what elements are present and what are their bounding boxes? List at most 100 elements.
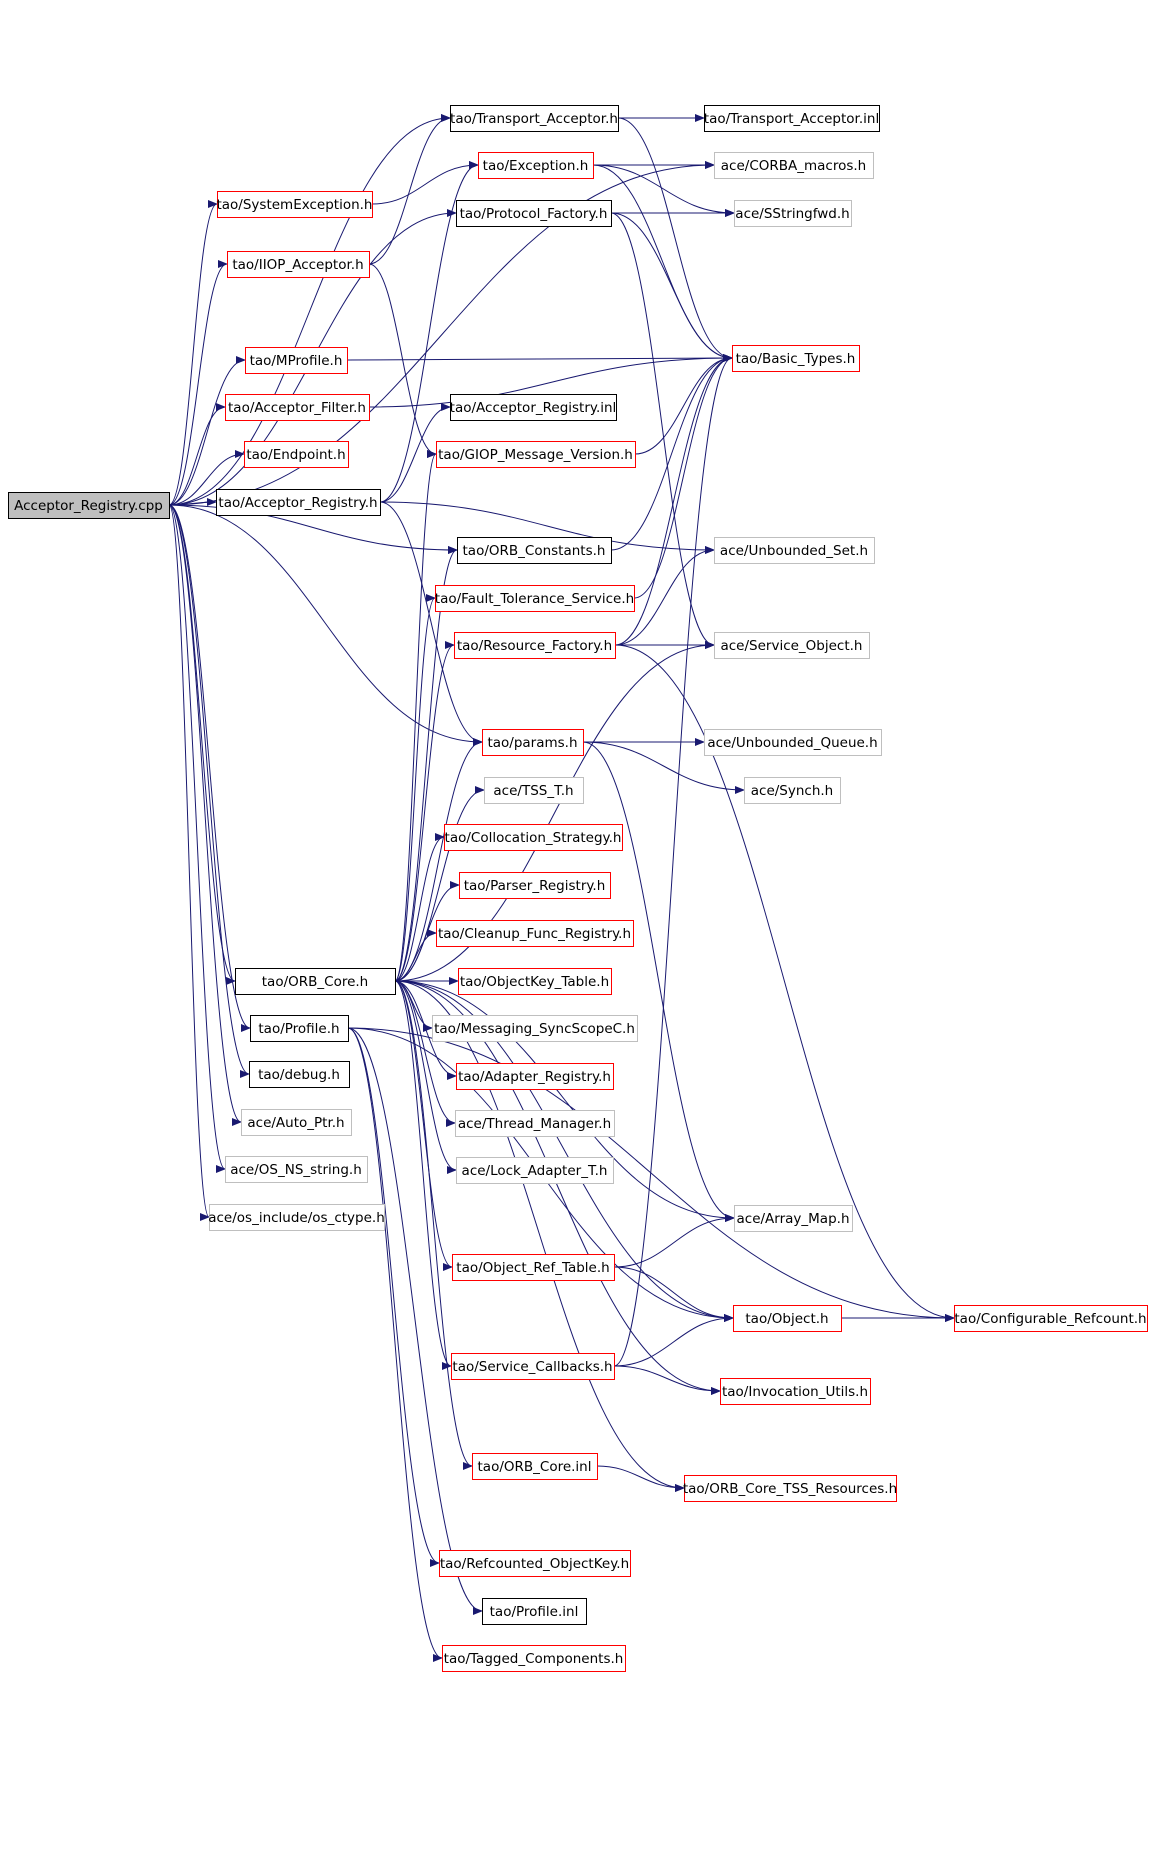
node-label: Acceptor_Registry.cpp [14, 498, 163, 514]
node-service-object[interactable]: ace/Service_Object.h [714, 632, 870, 659]
node-exception-h[interactable]: tao/Exception.h [478, 152, 594, 179]
edge-root-to-acceptor_filter [168, 403, 226, 506]
node-box [249, 1061, 350, 1088]
edge-orb_core_h-to-collocation_strategy [394, 833, 445, 982]
edge-orb_core_h-to-orb_core_inl [394, 980, 473, 1470]
node-label: ace/Service_Object.h [720, 638, 862, 654]
node-box [456, 1063, 614, 1090]
node-orb-core-h[interactable]: tao/ORB_Core.h [235, 968, 396, 995]
edge-fault_tolerance-to-basic_types [633, 354, 733, 599]
edge-resource_factory-to-configurable_refcount [614, 644, 955, 1322]
node-thread-manager[interactable]: ace/Thread_Manager.h [455, 1110, 615, 1137]
node-collocation-strategy[interactable]: tao/Collocation_Strategy.h [444, 824, 623, 851]
node-label: ace/CORBA_macros.h [721, 158, 866, 174]
node-box [241, 1109, 352, 1136]
node-tagged-components[interactable]: tao/Tagged_Components.h [442, 1645, 626, 1672]
node-params[interactable]: tao/params.h [482, 729, 584, 756]
node-refcounted-objectkey[interactable]: tao/Refcounted_ObjectKey.h [439, 1550, 631, 1577]
node-synch[interactable]: ace/Synch.h [744, 777, 841, 804]
node-adapter-registry[interactable]: tao/Adapter_Registry.h [456, 1063, 614, 1090]
node-object-h[interactable]: tao/Object.h [733, 1305, 842, 1332]
edge-service_callbacks-to-invocation_utils [613, 1365, 721, 1395]
node-transport-acceptor-h[interactable]: tao/Transport_Acceptor.h [450, 105, 619, 132]
edge-root-to-mprofile [168, 356, 246, 506]
node-box [217, 191, 373, 218]
edge-orb_core_h-to-orb_constants [394, 546, 458, 982]
node-endpoint[interactable]: tao/Endpoint.h [244, 441, 349, 468]
node-system-exception[interactable]: tao/SystemException.h [216, 191, 373, 218]
node-parser-registry[interactable]: tao/Parser_Registry.h [459, 872, 611, 899]
node-box [458, 968, 612, 995]
node-root[interactable]: Acceptor_Registry.cpp [8, 492, 170, 519]
node-box [732, 345, 860, 372]
node-resource-factory[interactable]: tao/Resource_Factory.h [454, 632, 616, 659]
edge-root-to-system_exception [168, 200, 218, 506]
edge-orb_core_h-to-array_map [394, 980, 735, 1222]
node-label: tao/Parser_Registry.h [464, 878, 606, 894]
node-box [744, 777, 841, 804]
node-os-ns-string[interactable]: ace/OS_NS_string.h [225, 1156, 368, 1183]
node-orb-constants[interactable]: tao/ORB_Constants.h [457, 537, 612, 564]
edge-orb_core_h-to-thread_manager [394, 980, 456, 1127]
node-label: tao/Object_Ref_Table.h [456, 1260, 609, 1276]
node-lock-adapter-t[interactable]: ace/Lock_Adapter_T.h [456, 1157, 614, 1184]
node-fault-tolerance[interactable]: tao/Fault_Tolerance_Service.h [435, 585, 635, 612]
node-box [714, 537, 875, 564]
node-profile-h[interactable]: tao/Profile.h [250, 1015, 349, 1042]
node-os-ctype[interactable]: ace/os_include/os_ctype.h [208, 1204, 385, 1231]
node-box [484, 777, 584, 804]
node-label: tao/Transport_Acceptor.inl [704, 111, 879, 127]
edge-acceptor_registry_h-to-params [379, 501, 483, 746]
node-objectkey-table[interactable]: tao/ObjectKey_Table.h [458, 968, 612, 995]
edge-system_exception-to-exception_h [371, 161, 479, 205]
node-corba-macros[interactable]: ace/CORBA_macros.h [714, 152, 874, 179]
node-box [436, 441, 636, 468]
node-label: tao/Object.h [745, 1311, 828, 1327]
node-configurable-refcount[interactable]: tao/Configurable_Refcount.h [954, 1305, 1148, 1332]
node-profile-inl[interactable]: tao/Profile.inl [482, 1598, 587, 1625]
node-service-callbacks[interactable]: tao/Service_Callbacks.h [451, 1353, 615, 1380]
node-box [714, 632, 870, 659]
node-label: tao/Collocation_Strategy.h [445, 830, 622, 846]
node-box [244, 441, 349, 468]
node-box [456, 1157, 614, 1184]
node-label: tao/ORB_Core_TSS_Resources.h [683, 1481, 897, 1497]
node-box [436, 920, 634, 947]
node-messaging-syncscope[interactable]: tao/Messaging_SyncScopeC.h [432, 1015, 638, 1042]
node-orb-core-inl[interactable]: tao/ORB_Core.inl [472, 1453, 598, 1480]
edge-root-to-iiop_acceptor [168, 260, 228, 506]
node-acceptor-registry-h[interactable]: tao/Acceptor_Registry.h [216, 489, 381, 516]
edge-object_ref_table-to-object_h [613, 1266, 734, 1322]
node-transport-acceptor-inl[interactable]: tao/Transport_Acceptor.inl [704, 105, 880, 132]
node-array-map[interactable]: ace/Array_Map.h [734, 1205, 853, 1232]
node-object-ref-table[interactable]: tao/Object_Ref_Table.h [452, 1254, 615, 1281]
node-debug-h[interactable]: tao/debug.h [249, 1061, 350, 1088]
edge-acceptor_filter-to-basic_types [368, 354, 733, 408]
node-orb-core-tss-resources[interactable]: tao/ORB_Core_TSS_Resources.h [683, 1475, 897, 1502]
node-tss-t[interactable]: ace/TSS_T.h [484, 777, 584, 804]
node-box [704, 105, 880, 132]
node-acceptor-filter[interactable]: tao/Acceptor_Filter.h [225, 394, 370, 421]
edge-transport_acceptor_h-to-basic_types [617, 117, 733, 362]
edge-object_ref_table-to-array_map [613, 1214, 735, 1268]
node-box [435, 585, 635, 612]
node-cleanup-func-registry[interactable]: tao/Cleanup_Func_Registry.h [436, 920, 634, 947]
node-iiop-acceptor[interactable]: tao/IIOP_Acceptor.h [227, 251, 370, 278]
node-box [216, 489, 381, 516]
node-auto-ptr[interactable]: ace/Auto_Ptr.h [241, 1109, 352, 1136]
node-protocol-factory[interactable]: tao/Protocol_Factory.h [456, 200, 612, 227]
node-mprofile[interactable]: tao/MProfile.h [245, 347, 348, 374]
node-label: ace/Lock_Adapter_T.h [462, 1163, 608, 1179]
node-acceptor-registry-inl[interactable]: tao/Acceptor_Registry.inl [450, 394, 617, 421]
node-unbounded-set[interactable]: ace/Unbounded_Set.h [714, 537, 875, 564]
node-sstringfwd[interactable]: ace/SStringfwd.h [734, 200, 852, 227]
node-basic-types[interactable]: tao/Basic_Types.h [732, 345, 860, 372]
edge-acceptor_registry_h-to-exception_h [379, 161, 479, 503]
node-giop-message-version[interactable]: tao/GIOP_Message_Version.h [436, 441, 636, 468]
node-box [250, 1015, 349, 1042]
edge-orb_core_h-to-lock_adapter_t [394, 980, 457, 1174]
node-invocation-utils[interactable]: tao/Invocation_Utils.h [720, 1378, 871, 1405]
edge-root-to-os_ns_string [168, 504, 226, 1173]
node-box [432, 1015, 638, 1042]
node-unbounded-queue[interactable]: ace/Unbounded_Queue.h [704, 729, 882, 756]
